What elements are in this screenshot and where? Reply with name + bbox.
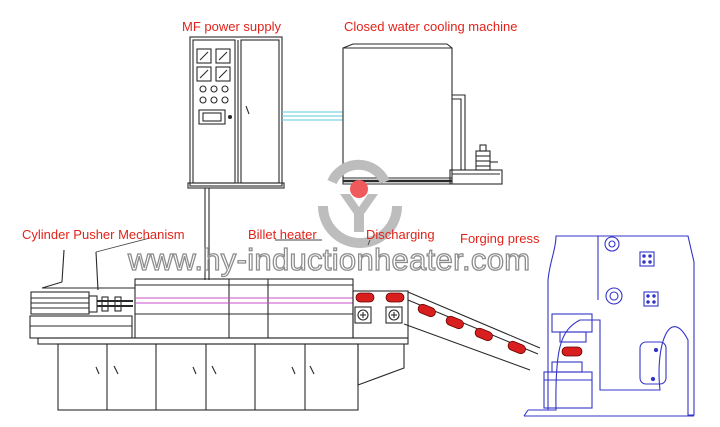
billet <box>385 292 405 303</box>
label-cylinder-pusher: Cylinder Pusher Mechanism <box>22 227 185 242</box>
watermark-url: www.hy-inductionheater.com <box>127 242 531 277</box>
label-discharging: Discharging <box>366 227 435 242</box>
forging-press <box>523 235 695 417</box>
label-cooling-machine: Closed water cooling machine <box>344 19 518 34</box>
billet <box>445 315 464 330</box>
billet <box>417 303 436 318</box>
cooling-machine <box>342 43 503 185</box>
label-forging-press: Forging press <box>460 231 540 246</box>
billet <box>561 346 583 357</box>
billet <box>507 340 526 355</box>
label-mf-power-supply: MF power supply <box>182 19 281 34</box>
logo-watermark <box>318 159 402 248</box>
cylinder-pusher <box>29 291 133 339</box>
mf-power-supply-cabinet <box>187 36 285 189</box>
billet-heater <box>134 278 354 339</box>
discharging-unit <box>352 290 409 339</box>
leader-lines <box>95 237 371 253</box>
billet <box>474 327 493 342</box>
billets <box>355 292 583 357</box>
discharge-chute <box>403 291 541 371</box>
label-billet-heater: Billet heater <box>248 227 317 242</box>
billet <box>355 292 375 303</box>
water-pipes <box>282 111 343 121</box>
